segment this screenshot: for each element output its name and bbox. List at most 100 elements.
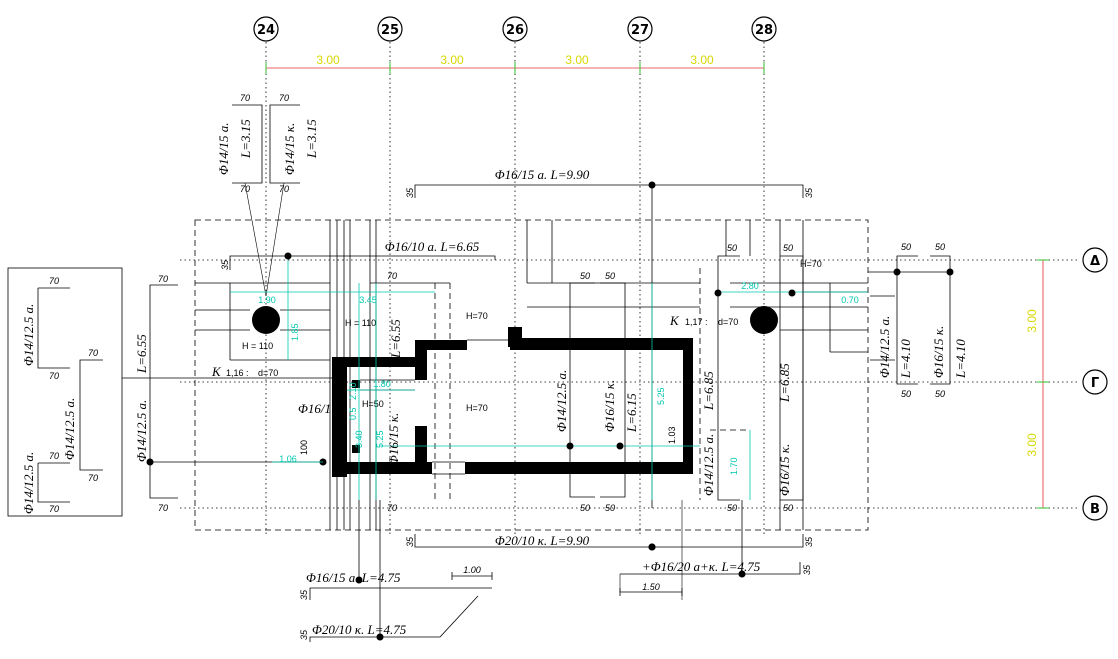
svg-text:50: 50	[901, 389, 911, 399]
svg-text:70: 70	[158, 503, 168, 513]
axis-label-gamma: Γ	[1091, 376, 1099, 391]
pit-k117-d: d=70	[718, 317, 738, 327]
svg-text:70: 70	[49, 276, 59, 286]
axis-label-24: 24	[257, 23, 275, 38]
axis-label-26: 26	[506, 23, 524, 38]
svg-text:35: 35	[299, 589, 309, 600]
upper-mid-bar-label: Φ16/10 a. L=6.65	[385, 239, 480, 254]
svg-text:H=70: H=70	[466, 311, 488, 321]
bottom-right-bars: +Φ16/20 a+κ. L=4.75 35 1.50	[619, 500, 812, 600]
pit-labels: K 1,16 : d=70 K 1,17 : d=70	[211, 313, 738, 379]
svg-text:100: 100	[299, 440, 309, 455]
inner-16a-label: Φ16/1 a.	[298, 401, 344, 416]
svg-text:1.90: 1.90	[258, 295, 276, 305]
pit-k116-label: K	[211, 364, 222, 379]
height-labels: H = 110 H = 110 H=70 H=70 H=70 H=50	[242, 259, 822, 413]
svg-text:50: 50	[783, 243, 793, 253]
pit-k117-sub: 1,17 :	[685, 317, 708, 327]
legend-bar-3: Φ14/12.5 a.	[21, 452, 36, 514]
left-bar-label: Φ14/12.5 a.	[134, 400, 149, 462]
pit-k117-label: K	[669, 313, 680, 328]
axis-label-b: B	[1090, 502, 1100, 517]
cyan-dimensions: 1.90 3.45 1.85 2.80 0.70 1.80 2.10 3.40 …	[230, 260, 868, 500]
upper-mid-bar: Φ16/10 a. L=6.65 35	[220, 239, 496, 270]
center-16k-label: Φ16/15 κ.	[602, 380, 617, 432]
bottom-16a-label: Φ16/15 a. L=4.75	[306, 570, 401, 585]
right-spacing-dimension: 3.00 3.00	[1025, 259, 1049, 509]
svg-text:35: 35	[220, 259, 230, 270]
right-685a-label: L=6.85	[701, 371, 716, 411]
svg-text:0.70: 0.70	[841, 295, 859, 305]
inner-655-label: L=6.55	[388, 319, 403, 359]
right-14-label: Φ14/12.5 a.	[701, 434, 716, 496]
svg-text:H=70: H=70	[466, 403, 488, 413]
pit-circle-right	[750, 306, 778, 334]
top-left-a-bar-label: Φ14/15 a.	[216, 122, 231, 175]
svg-text:70: 70	[49, 371, 59, 381]
svg-text:3.45: 3.45	[359, 295, 377, 305]
axis-grid-lines	[180, 42, 1080, 535]
svg-text:50: 50	[935, 242, 945, 252]
top-spacing-dimension: 3.00 3.00 3.00 3.00	[265, 53, 765, 74]
bottom-left-bars: Φ16/15 a. L=4.75 Φ20/10 κ. L=4.75 35 35 …	[299, 500, 493, 642]
spacing-delta-gamma: 3.00	[1025, 309, 1039, 333]
spacing-27-28: 3.00	[690, 53, 714, 67]
svg-text:70: 70	[88, 473, 98, 483]
center-14-label: Φ14/12.5 a.	[554, 370, 569, 432]
svg-text:70: 70	[49, 504, 59, 514]
svg-text:2.10: 2.10	[348, 382, 358, 400]
legend-box: 70 70 70 70 70 70 Φ14/12.5 a. Φ14/12.5 a…	[7, 267, 123, 517]
svg-text:5.25: 5.25	[656, 387, 666, 405]
spacing-26-27: 3.00	[565, 53, 589, 67]
bottom-plus-label: +Φ16/20 a+κ. L=4.75	[642, 559, 761, 574]
svg-text:35: 35	[804, 536, 814, 547]
svg-text:50: 50	[580, 503, 590, 513]
svg-text:50: 50	[605, 503, 615, 513]
svg-text:1.85: 1.85	[290, 323, 300, 341]
axis-bubbles-top: 24 25 26 27 28	[253, 16, 777, 42]
svg-text:70: 70	[279, 93, 289, 103]
spacing-gamma-b: 3.00	[1025, 433, 1039, 457]
top-left-k-len-label: L=3.15	[304, 119, 319, 159]
foundation-outline	[194, 219, 869, 531]
svg-text:50: 50	[901, 242, 911, 252]
left-bar: 70 70 L=6.55 Φ14/12.5 a.	[122, 274, 332, 513]
pit-k116-d: d=70	[258, 368, 278, 378]
bottom-20k-label: Φ20/10 κ. L=4.75	[312, 622, 407, 637]
top-left-a-len-label: L=3.15	[238, 119, 253, 159]
pit-k116-sub: 1,16 :	[226, 368, 249, 378]
bottom-long-bar: Φ20/10 κ. L=9.90 35 35	[405, 533, 814, 551]
svg-text:50: 50	[727, 503, 737, 513]
svg-text:35: 35	[405, 187, 415, 198]
svg-text:70: 70	[88, 348, 98, 358]
svg-text:5.25: 5.25	[375, 430, 385, 448]
svg-text:50: 50	[935, 389, 945, 399]
svg-text:H = 110: H = 110	[242, 341, 273, 351]
axis-label-delta: Δ	[1090, 254, 1100, 269]
svg-text:1.03: 1.03	[667, 426, 677, 444]
spacing-25-26: 3.00	[440, 53, 464, 67]
svg-text:0.5: 0.5	[348, 407, 358, 420]
svg-text:70: 70	[49, 451, 59, 461]
far-right-k-len-label: L=4.10	[953, 339, 968, 379]
svg-text:50: 50	[783, 503, 793, 513]
svg-text:1.06: 1.06	[279, 454, 297, 464]
center-615-label: L=6.15	[624, 393, 639, 433]
axis-bubbles-right: Δ Γ B	[1082, 247, 1108, 521]
svg-text:3.40: 3.40	[354, 430, 364, 448]
svg-text:1.00: 1.00	[463, 565, 481, 575]
top-long-bar: Φ16/15 a. L=9.90 35 35	[405, 167, 814, 508]
right-16k-label: Φ16/15 κ.	[777, 444, 792, 496]
top-left-k-bar-label: Φ14/15 κ.	[282, 123, 297, 175]
svg-text:35: 35	[299, 629, 309, 640]
left-bar-length: L=6.55	[134, 334, 149, 374]
svg-text:70: 70	[279, 184, 289, 194]
svg-text:70: 70	[387, 503, 397, 513]
svg-text:35: 35	[405, 536, 415, 547]
top-left-bars: 70 70 70 70 Φ14/15 a. L=3.15 Φ14/15 κ. L…	[216, 93, 319, 297]
axis-label-27: 27	[631, 23, 649, 38]
spacing-24-25: 3.00	[316, 53, 340, 67]
svg-text:50: 50	[727, 243, 737, 253]
svg-text:70: 70	[158, 274, 168, 284]
